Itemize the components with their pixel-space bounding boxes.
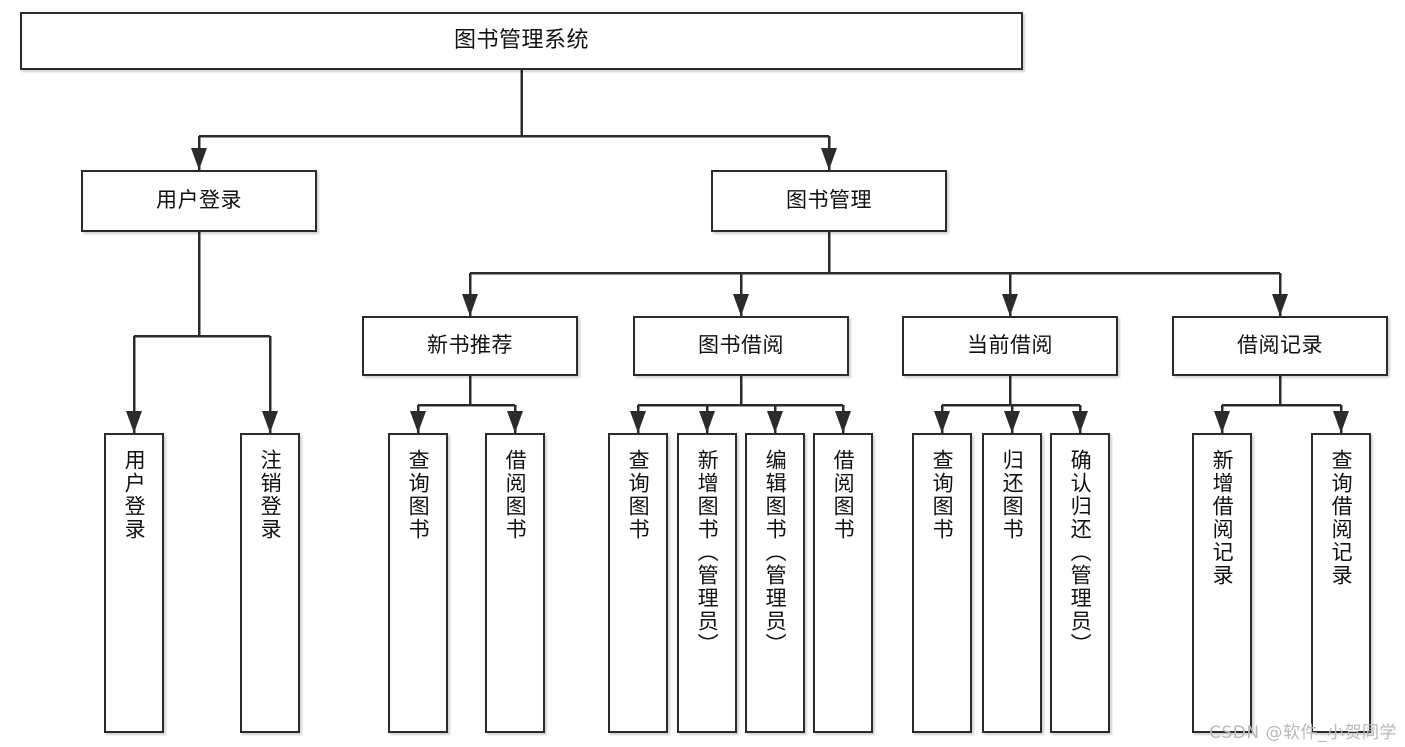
node-book-management[interactable]: 图书管理 — [711, 170, 947, 232]
node-current-borrowing[interactable]: 当前借阅 — [902, 316, 1118, 376]
node-label: 图书借阅 — [698, 333, 784, 358]
leaf-logout[interactable]: 注销登录 — [240, 433, 300, 733]
node-label: 查询图书 — [406, 449, 431, 541]
node-label: 编辑图书（管理员） — [763, 449, 788, 656]
node-label: 新书推荐 — [427, 333, 513, 358]
leaf-add-book-admin[interactable]: 新增图书（管理员） — [677, 433, 737, 733]
node-label: 用户登录 — [156, 188, 242, 213]
leaf-return-book[interactable]: 归还图书 — [982, 433, 1042, 733]
node-label: 当前借阅 — [967, 333, 1053, 358]
node-book-borrowing[interactable]: 图书借阅 — [633, 316, 849, 376]
leaf-confirm-return-admin[interactable]: 确认归还（管理员） — [1050, 433, 1110, 733]
leaf-user-login[interactable]: 用户登录 — [104, 433, 164, 733]
node-label: 注销登录 — [258, 449, 283, 541]
leaf-query-book-borrowing[interactable]: 查询图书 — [608, 433, 668, 733]
node-label: 图书管理系统 — [453, 27, 589, 53]
node-borrowing-record[interactable]: 借阅记录 — [1172, 316, 1388, 376]
node-label: 新增借阅记录 — [1210, 449, 1235, 587]
node-label: 借阅记录 — [1237, 333, 1323, 358]
leaf-query-book-current[interactable]: 查询图书 — [912, 433, 972, 733]
node-book-management-system[interactable]: 图书管理系统 — [20, 12, 1023, 70]
node-label: 图书管理 — [786, 188, 872, 213]
node-label: 归还图书 — [1000, 449, 1025, 541]
leaf-edit-book-admin[interactable]: 编辑图书（管理员） — [745, 433, 805, 733]
node-user-login[interactable]: 用户登录 — [81, 170, 317, 232]
node-label: 确认归还（管理员） — [1068, 449, 1093, 656]
node-label: 查询图书 — [930, 449, 955, 541]
node-label: 借阅图书 — [831, 449, 856, 541]
watermark-text: CSDN @软件_小贺同学 — [1209, 723, 1397, 743]
leaf-query-borrowing-record[interactable]: 查询借阅记录 — [1311, 433, 1371, 733]
node-label: 用户登录 — [122, 449, 147, 541]
leaf-add-borrowing-record[interactable]: 新增借阅记录 — [1192, 433, 1252, 733]
node-new-book-recommendation[interactable]: 新书推荐 — [362, 316, 578, 376]
node-label: 借阅图书 — [503, 449, 528, 541]
leaf-borrow-book-recommendation[interactable]: 借阅图书 — [485, 433, 545, 733]
node-label: 新增图书（管理员） — [695, 449, 720, 656]
leaf-query-book-recommendation[interactable]: 查询图书 — [388, 433, 448, 733]
node-label: 查询图书 — [626, 449, 651, 541]
leaf-borrow-book-borrowing[interactable]: 借阅图书 — [813, 433, 873, 733]
node-label: 查询借阅记录 — [1329, 449, 1354, 587]
